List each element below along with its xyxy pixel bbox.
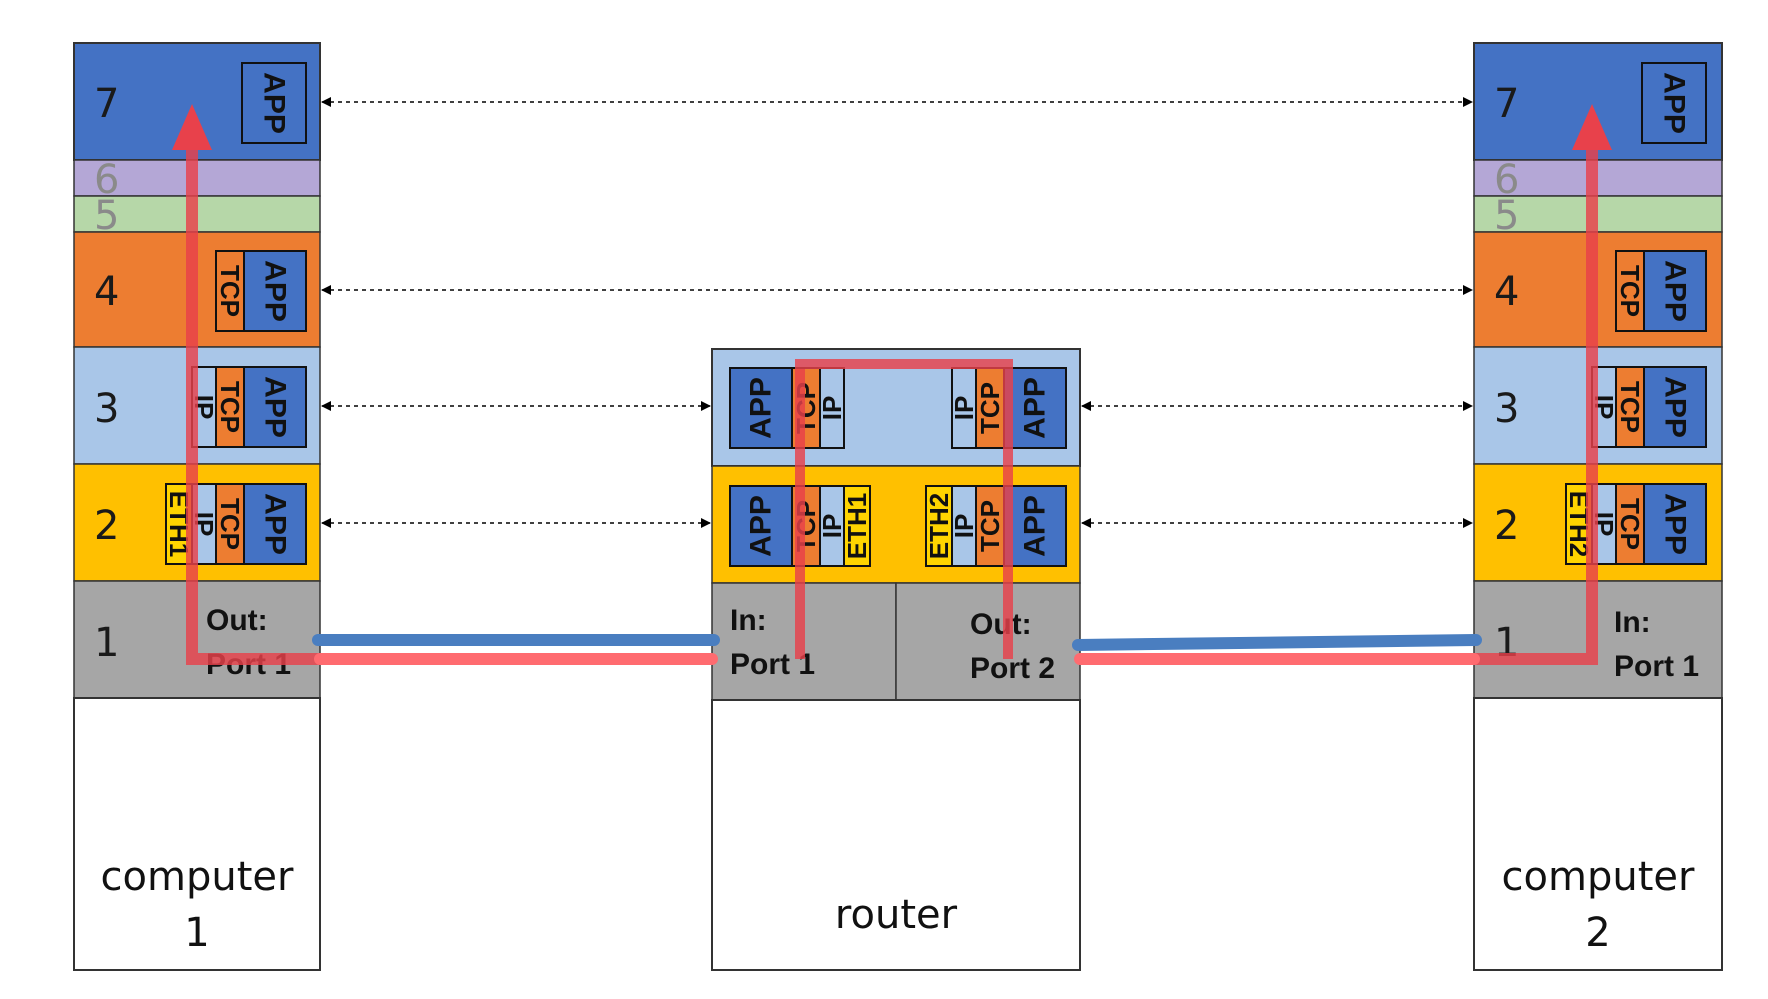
- computer1-layer7-number: 7: [94, 81, 119, 127]
- computer1-name-line1: computer: [101, 854, 294, 900]
- computer2-port-line2: Port 1: [1614, 650, 1699, 683]
- computer1-l4-app-box: [243, 250, 307, 332]
- router-l2-left-eth-box: [843, 485, 871, 567]
- computer2-l4-tcp-label: TCP: [1615, 265, 1645, 317]
- computer2-l3-app-box: [1643, 366, 1707, 448]
- computer2-l2-app-label: APP: [1659, 493, 1692, 555]
- router-l2-right-app-label: APP: [1019, 495, 1052, 557]
- computer1-l4-tcp-label: TCP: [215, 265, 245, 317]
- cable-blue-right: [1072, 634, 1482, 651]
- router-l3-right-app-box: [1003, 367, 1067, 449]
- computer2-l3-tcp-label: TCP: [1615, 381, 1645, 433]
- router-out-port-line1: Out:: [970, 608, 1032, 641]
- computer2-l7-app-label: APP: [1658, 72, 1691, 134]
- router-l2-left-eth-label: ETH1: [842, 493, 872, 559]
- computer1-l4-tcp-box: [215, 250, 245, 332]
- router-l2-right-eth-label: ETH2: [924, 493, 954, 559]
- router-l2-right-app-box: [1003, 485, 1067, 567]
- path-arrowhead-computer2: [1572, 104, 1612, 150]
- computer2-layer2-number: 2: [1494, 503, 1519, 549]
- router-l3-right-tcp-label: TCP: [975, 382, 1005, 434]
- router-l2-right-tcp-box: [975, 485, 1005, 567]
- computer2-port-line1: In:: [1614, 606, 1651, 639]
- router-l3-right-ip-label: IP: [949, 396, 979, 421]
- router-l3-left-app-label: APP: [745, 377, 778, 439]
- computer2-base: [1473, 697, 1723, 971]
- computer1-l2-tcp-label: TCP: [215, 498, 245, 550]
- path-router: [795, 359, 1013, 659]
- computer1-layer6-number: 6: [94, 157, 119, 203]
- router-stack: APP TCP IP IP TCP APP APP TCP IP ETH1 ET…: [711, 348, 1081, 971]
- path-computer1: [186, 148, 320, 665]
- path-computer2: [1474, 148, 1598, 665]
- computer1-base: [73, 697, 321, 971]
- router-base: [711, 699, 1081, 971]
- computer1-l2-app-box: [243, 483, 307, 565]
- computer2-layer6-number: 6: [1494, 157, 1519, 203]
- router-name: router: [835, 892, 958, 938]
- computer1-l3-app-label: APP: [259, 376, 292, 438]
- computer2-layer7-number: 7: [1494, 81, 1519, 127]
- router-l2-left-ip-box: [819, 485, 845, 567]
- computer2-name-line1: computer: [1502, 854, 1695, 900]
- router-l3-left-app-box: [729, 367, 793, 449]
- computer1-layer1-number: 1: [94, 620, 119, 666]
- computer1-l2-app-label: APP: [259, 493, 292, 555]
- computer2-l4-app-label: APP: [1659, 260, 1692, 322]
- path-arrowhead-computer1: [172, 104, 212, 150]
- computer1-layer5-number: 5: [94, 193, 119, 239]
- computer2-l2-tcp-label: TCP: [1615, 498, 1645, 550]
- computer1-l3-app-box: [243, 366, 307, 448]
- router-l2-right-eth-box: [925, 485, 953, 567]
- computer1-layer2-number: 2: [94, 503, 119, 549]
- computer1-layer4-number: 4: [94, 269, 119, 315]
- computer1-name-line2: 1: [184, 910, 209, 956]
- computer1-layer3-number: 3: [94, 386, 119, 432]
- router-l2-left-ip-label: IP: [817, 514, 847, 539]
- cables: [312, 634, 1482, 665]
- router-l3-right-app-label: APP: [1019, 377, 1052, 439]
- packet-path: [172, 104, 1612, 665]
- computer2-layer4-number: 4: [1494, 269, 1519, 315]
- computer2-l7-app-box: [1641, 62, 1707, 144]
- router-l2-right-ip-label: IP: [949, 514, 979, 539]
- computer1-l7-app-box: [241, 62, 307, 144]
- computer1-l2-tcp-box: [215, 483, 245, 565]
- router-l2-right-tcp-label: TCP: [975, 500, 1005, 552]
- peer-arrows: [321, 97, 1473, 528]
- router-l2-left-app-label: APP: [745, 495, 778, 557]
- computer1-port-line1: Out:: [206, 604, 268, 637]
- computer2-l4-tcp-box: [1615, 250, 1645, 332]
- computer1-l3-tcp-label: TCP: [215, 381, 245, 433]
- computer2-l3-app-label: APP: [1659, 376, 1692, 438]
- router-l3-left-ip-box: [819, 367, 845, 449]
- router-in-port-line1: In:: [730, 604, 767, 637]
- computer2-layer5-number: 5: [1494, 193, 1519, 239]
- computer2-l4-app-box: [1643, 250, 1707, 332]
- computer1-l4-app-label: APP: [259, 260, 292, 322]
- router-l2-left-app-box: [729, 485, 793, 567]
- computer2-name-line2: 2: [1585, 910, 1610, 956]
- router-l3-left-ip-label: IP: [817, 396, 847, 421]
- computer2-layer3-number: 3: [1494, 386, 1519, 432]
- computer1-l3-tcp-box: [215, 366, 245, 448]
- computer2-l2-app-box: [1643, 483, 1707, 565]
- computer1-l7-app-label: APP: [258, 72, 291, 134]
